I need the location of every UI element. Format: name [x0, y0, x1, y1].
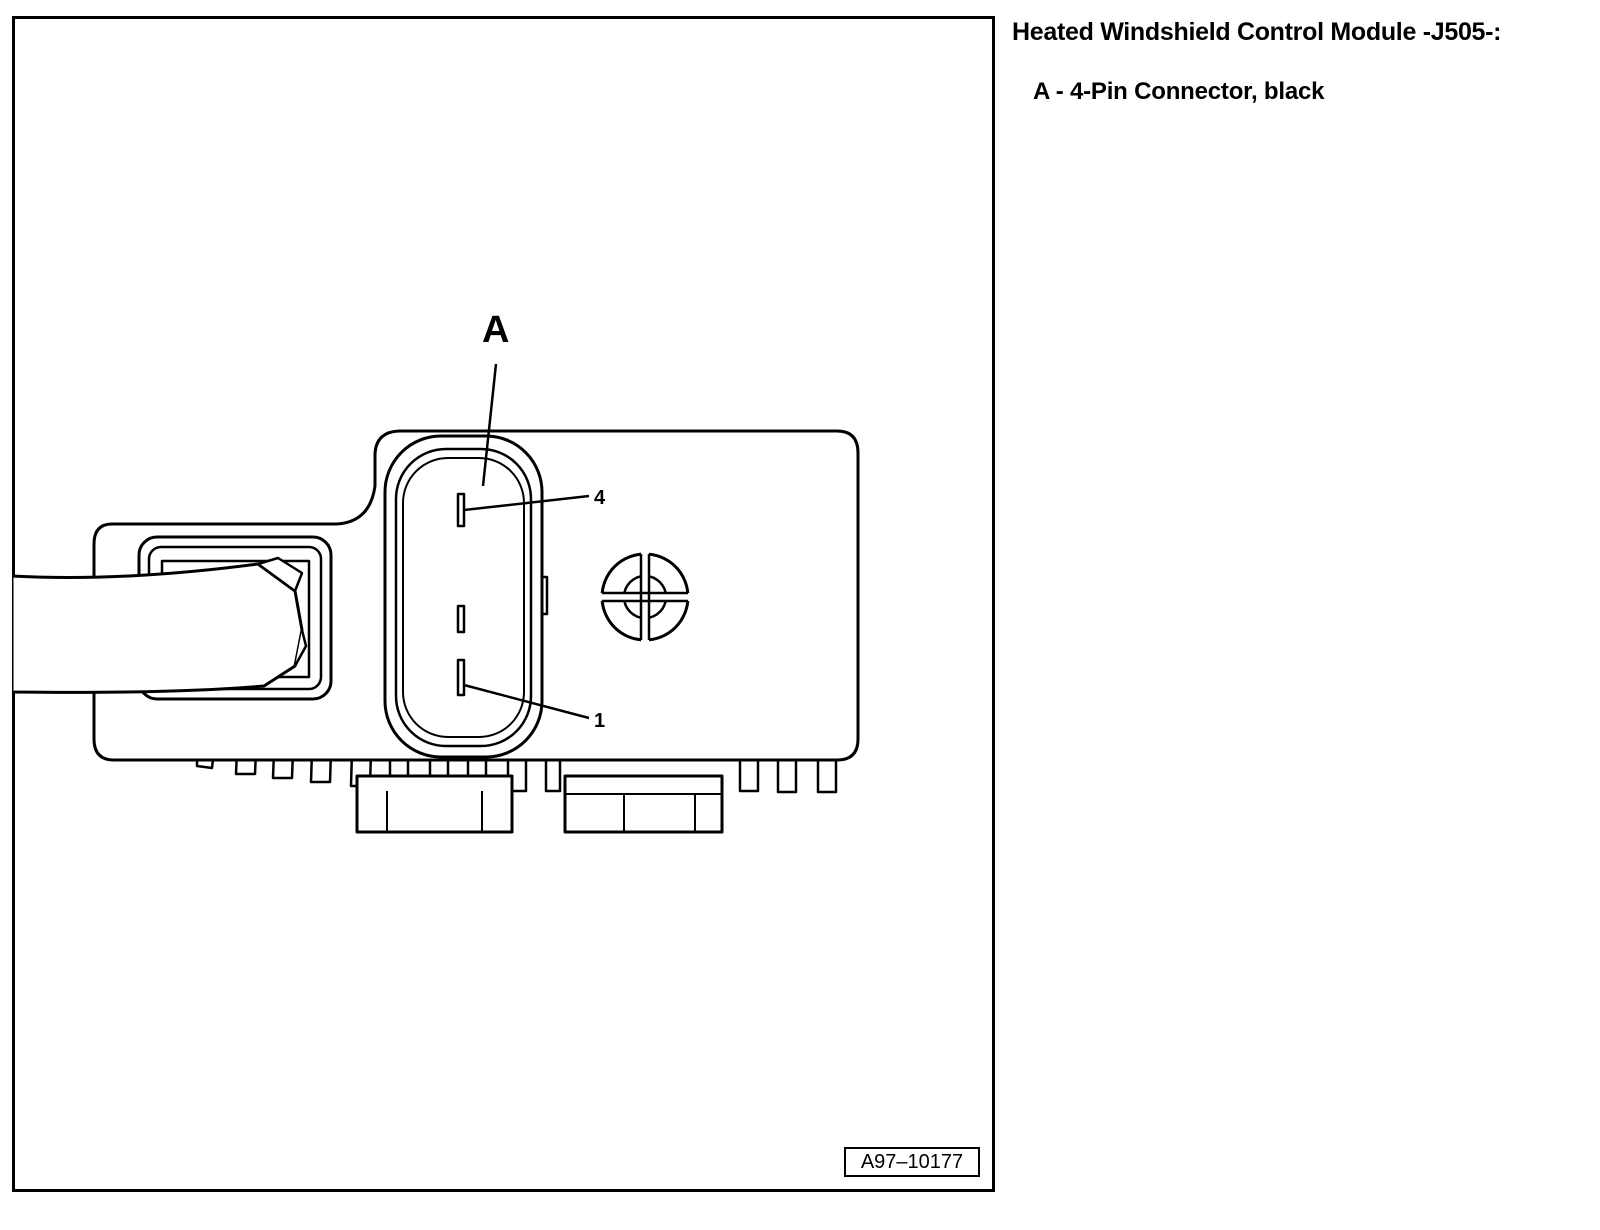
- pin-1: [456, 658, 466, 697]
- callout-pin-1: 1: [594, 710, 605, 732]
- mount-crosshair-symbol: [600, 552, 690, 642]
- illustration-frame: A 4 1 A97–10177: [12, 16, 995, 1192]
- leader-line-pin-1: [463, 683, 590, 720]
- figure-id-label: A97–10177: [844, 1147, 980, 1177]
- bottom-socket-left: [355, 774, 514, 834]
- bottom-socket-right: [563, 774, 724, 834]
- leader-line-pin-4: [463, 494, 590, 512]
- four-pin-connector: [383, 434, 544, 759]
- leader-line-a: [481, 363, 498, 487]
- callout-pin-4: 4: [594, 487, 606, 509]
- document-title: Heated Windshield Control Module -J505-:: [1012, 18, 1502, 46]
- wire-harness: [12, 562, 304, 694]
- pin-middle: [456, 604, 466, 634]
- callout-a: A: [482, 309, 509, 351]
- pin-4: [456, 492, 466, 528]
- legend-item-a: A - 4-Pin Connector, black: [1033, 78, 1325, 105]
- control-module-illustration: A 4 1: [12, 309, 860, 834]
